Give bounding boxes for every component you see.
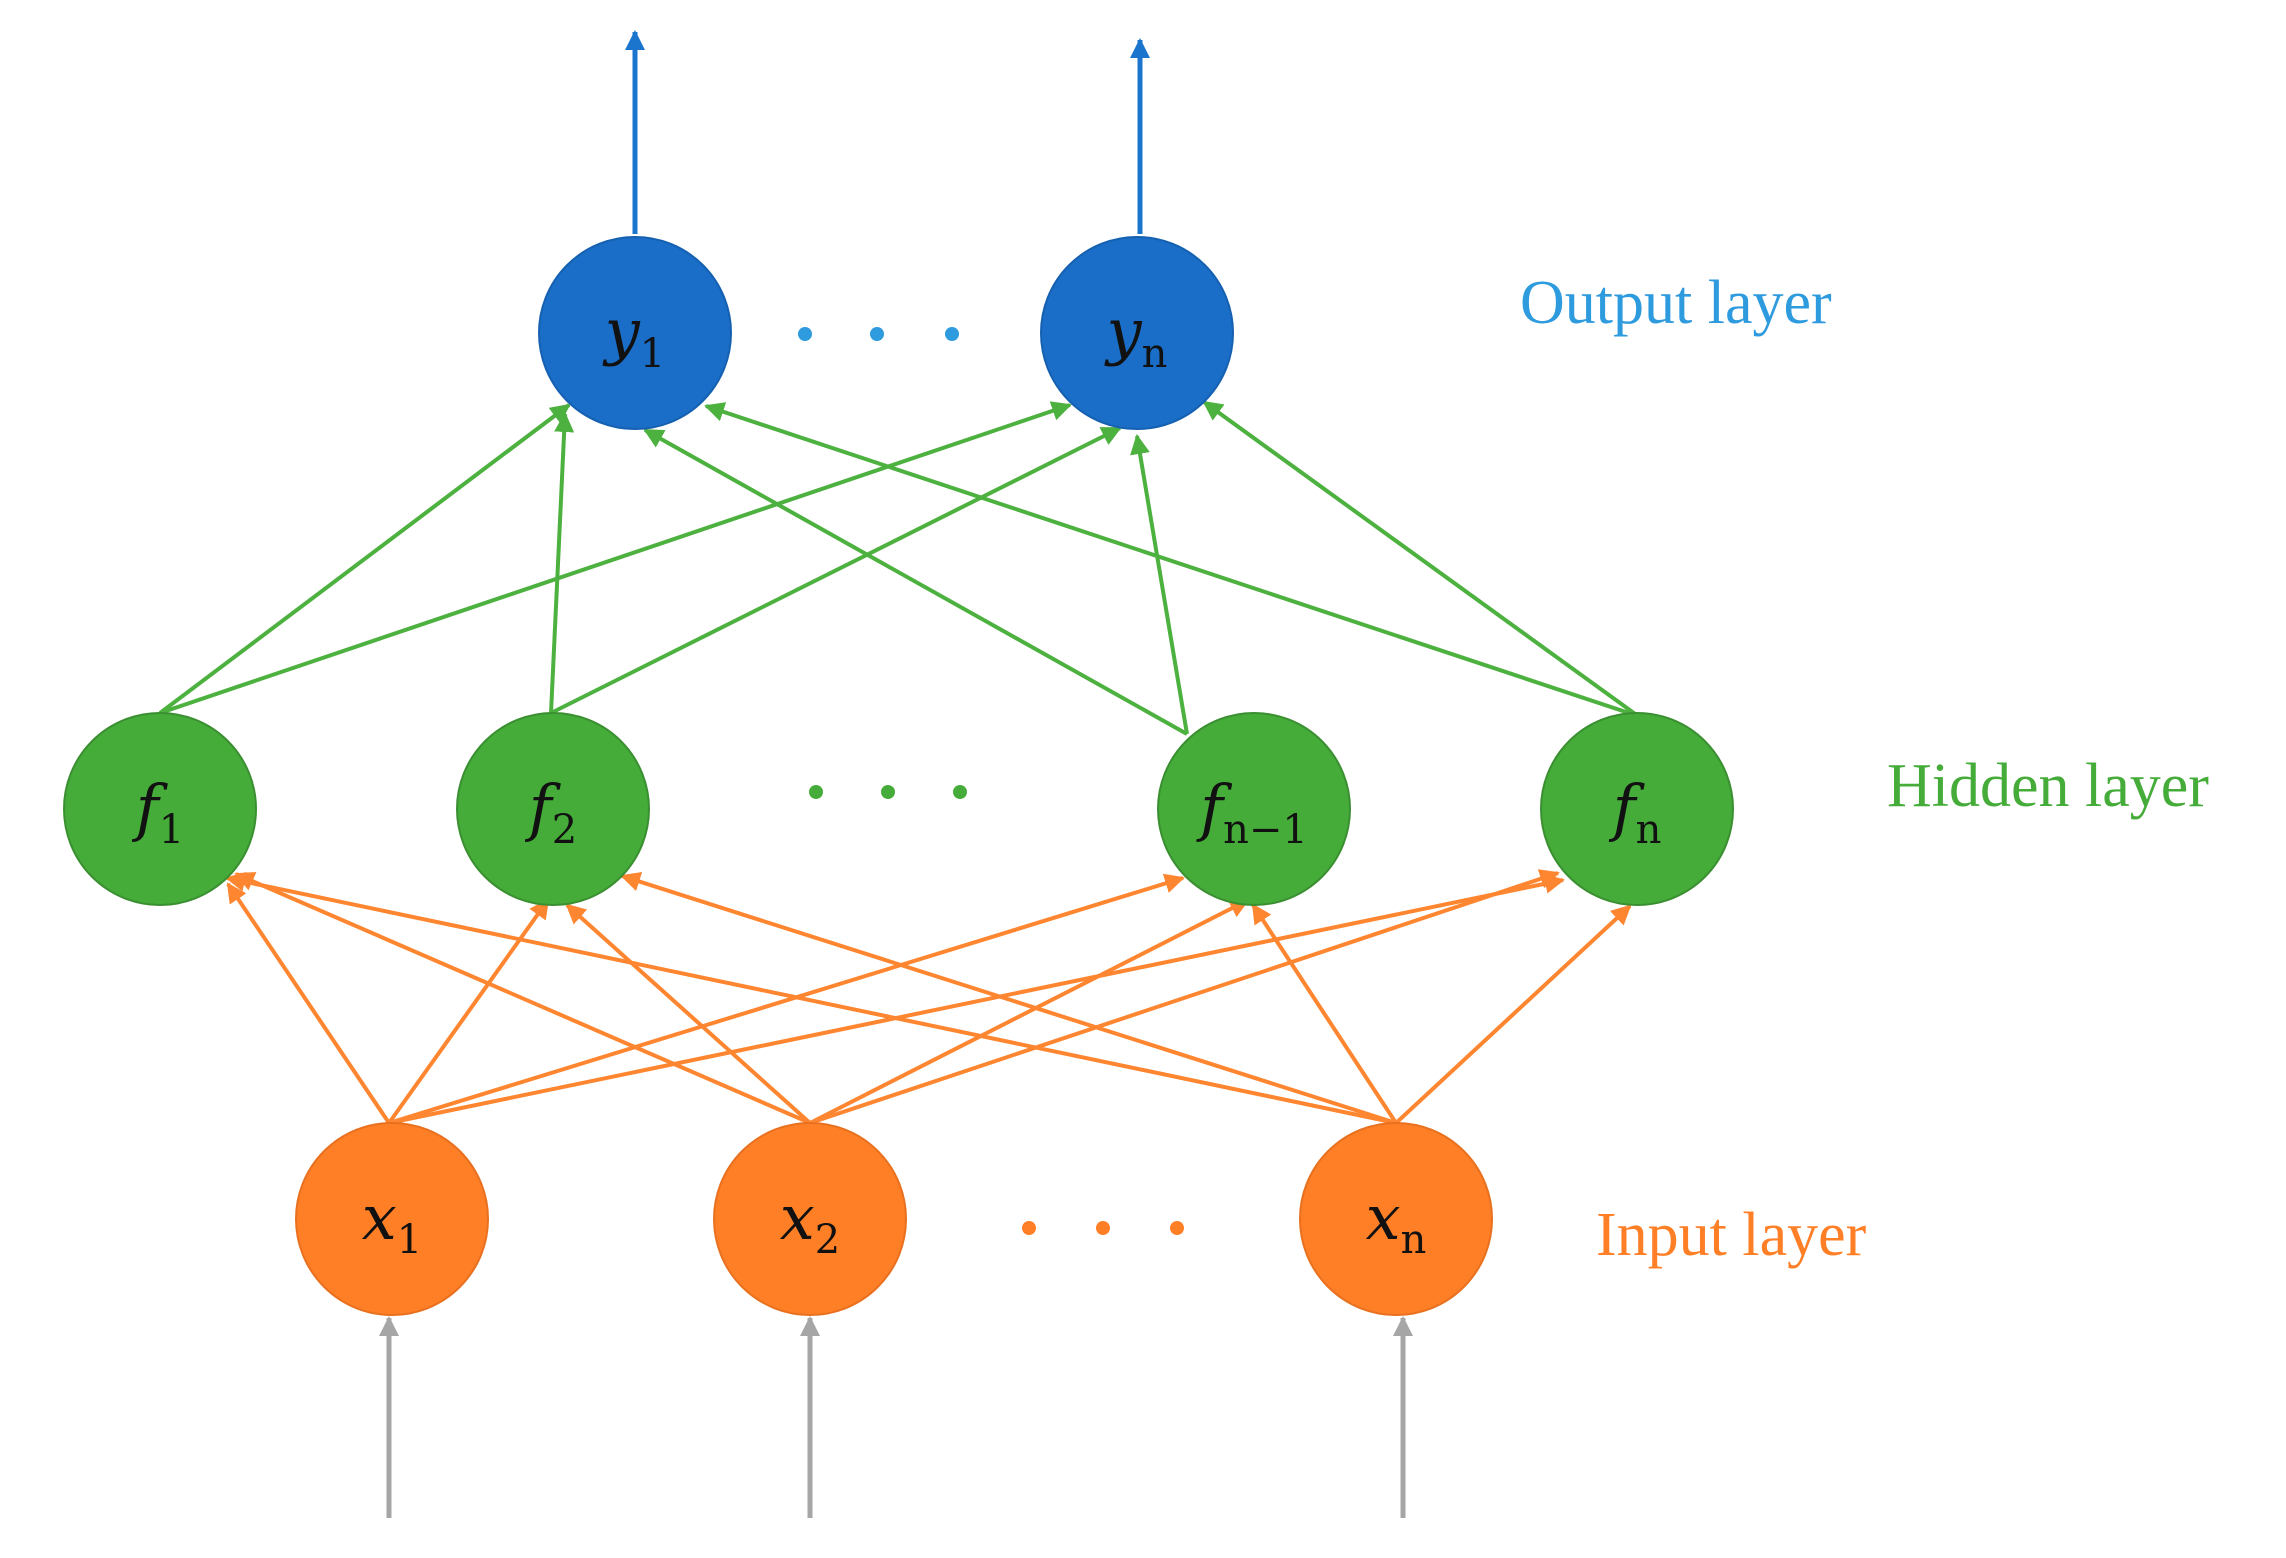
- input-node-x2: x2: [713, 1122, 907, 1316]
- input-feed-arrows: [379, 1316, 1413, 1518]
- svg-text:y1: y1: [602, 295, 665, 377]
- output-arrows: [625, 30, 1150, 234]
- edge-x2-f2: [565, 903, 812, 1125]
- svg-text:xn: xn: [1366, 1181, 1427, 1263]
- edge-fn-yn: [1202, 400, 1640, 718]
- hidden-node-fn: fn: [1540, 712, 1734, 906]
- edge-xn-f1: [225, 871, 1397, 1125]
- edge-x2-f1: [234, 871, 811, 1125]
- ellipsis-dot: [945, 327, 959, 341]
- input-ellipsis: [1022, 1221, 1184, 1235]
- ellipsis-dot: [1170, 1221, 1184, 1235]
- edge-f2-yn: [550, 426, 1122, 715]
- edge-xn-f2: [620, 871, 1397, 1125]
- ellipsis-dot: [798, 327, 812, 341]
- ellipsis-dot: [870, 327, 884, 341]
- svg-text:fn: fn: [1609, 771, 1662, 853]
- hidden-to-output-edges: [158, 400, 1640, 736]
- ellipsis-dot: [1022, 1221, 1036, 1235]
- input-node-x1: x1: [295, 1122, 489, 1316]
- input-node-xn: xn: [1299, 1122, 1493, 1316]
- edge-x2-fn: [809, 869, 1560, 1125]
- edge-x1-f1: [226, 882, 391, 1125]
- edge-xn-fn: [1394, 904, 1632, 1125]
- svg-text:x1: x1: [362, 1181, 422, 1263]
- hidden-node-fn-1: fn−1: [1157, 712, 1351, 906]
- output-node-yn: yn: [1040, 236, 1234, 430]
- edge-fn-y1: [704, 402, 1639, 718]
- edge-fn1-yn: [1130, 434, 1189, 735]
- ellipsis-dot: [881, 785, 895, 799]
- edge-f1-yn: [159, 401, 1072, 715]
- edge-x2-fn1: [809, 898, 1250, 1125]
- hidden-node-f1: f1: [63, 712, 257, 906]
- hidden-node-f2: f2: [456, 712, 650, 906]
- edge-f2-y1: [549, 412, 575, 714]
- ellipsis-dot: [1096, 1221, 1110, 1235]
- hidden-layer-label: Hidden layer: [1887, 752, 2209, 820]
- edge-x1-fn: [388, 873, 1565, 1125]
- edge-x1-f2: [387, 898, 550, 1125]
- svg-text:yn: yn: [1104, 295, 1168, 377]
- output-ellipsis: [798, 327, 959, 341]
- ellipsis-dot: [809, 785, 823, 799]
- hidden-ellipsis: [809, 785, 967, 799]
- output-node-y1: y1: [538, 236, 732, 430]
- edge-fn1-y1: [643, 428, 1188, 736]
- input-to-hidden-edges: [225, 869, 1632, 1125]
- ellipsis-dot: [953, 785, 967, 799]
- edge-x1-fn1: [388, 873, 1185, 1125]
- edge-xn-fn1: [1251, 903, 1398, 1125]
- input-layer-label: Input layer: [1596, 1201, 1867, 1269]
- edge-f1-y1: [158, 403, 571, 715]
- output-layer-label: Output layer: [1520, 269, 1832, 337]
- svg-text:x2: x2: [780, 1181, 840, 1263]
